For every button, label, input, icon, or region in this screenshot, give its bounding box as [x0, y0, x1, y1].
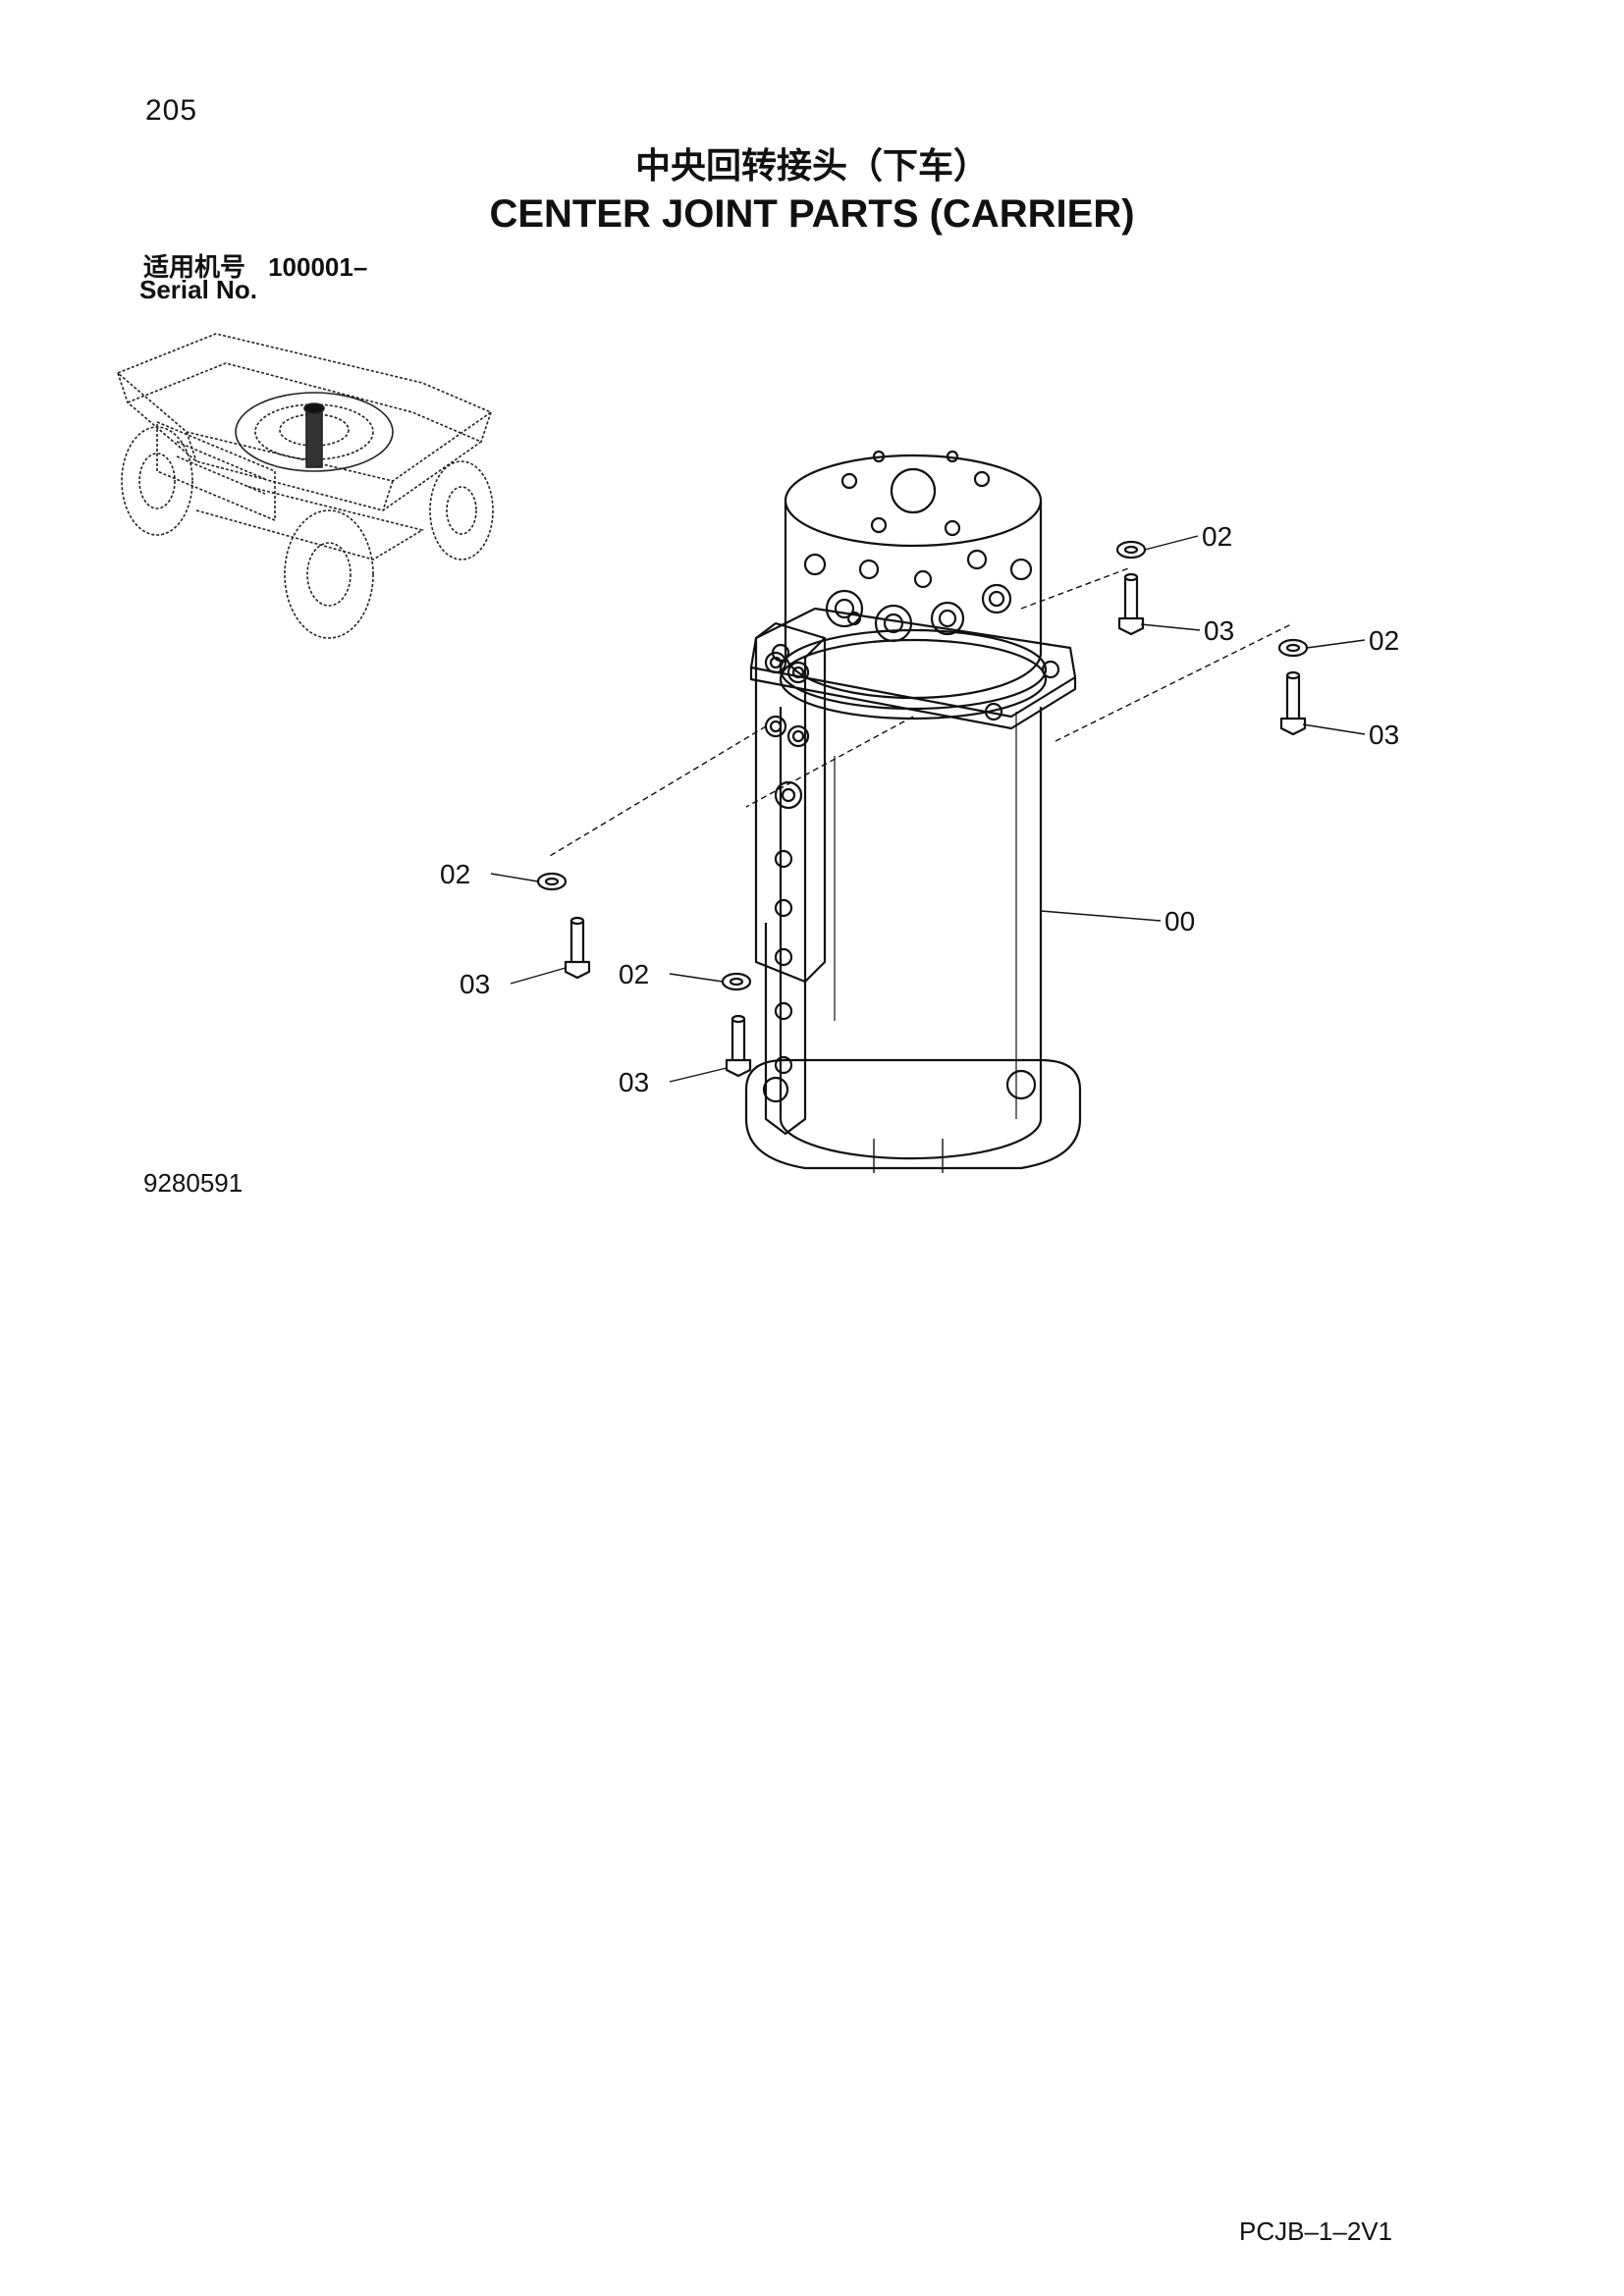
- callout-02-far-right: 02: [1369, 625, 1399, 656]
- document-code: PCJB–1–2V1: [1239, 2216, 1393, 2246]
- bolts: [564, 572, 1307, 1078]
- callout-labels: 02 03 02 03 02 03 02 03 00: [440, 521, 1399, 1097]
- callout-03-left: 03: [460, 969, 490, 999]
- callout-00-body: 00: [1164, 906, 1195, 936]
- serial-value: 100001–: [268, 252, 368, 282]
- title-chinese: 中央回转接头（下车）: [634, 146, 989, 187]
- callout-leaders: [490, 535, 1366, 1083]
- dashed-leader-lines: [549, 566, 1294, 857]
- callout-03-top-right: 03: [1204, 615, 1234, 646]
- callout-03-middle: 03: [619, 1067, 649, 1097]
- callout-02-left: 02: [440, 859, 470, 889]
- callout-02-middle: 02: [619, 959, 649, 989]
- page-number: 205: [145, 94, 198, 127]
- serial-label-cn-text: 适用机号: [143, 253, 246, 283]
- callout-02-top-right: 02: [1202, 521, 1232, 552]
- title-english: CENTER JOINT PARTS (CARRIER): [489, 192, 1135, 236]
- carrier-overview-illustration: [116, 333, 494, 639]
- drawing-number: 9280591: [143, 1168, 244, 1198]
- side-port-block: [754, 621, 827, 1136]
- rotor-cylinder: [784, 450, 1043, 700]
- joint-body: [744, 707, 1082, 1173]
- serial-label-english: Serial No.: [139, 275, 257, 304]
- callout-03-far-right: 03: [1369, 720, 1399, 750]
- serial-label-chinese: 适用机号 100001–: [143, 247, 367, 284]
- center-joint-drawing: 02 03 02 03 02 03 02 03 00: [440, 450, 1399, 1173]
